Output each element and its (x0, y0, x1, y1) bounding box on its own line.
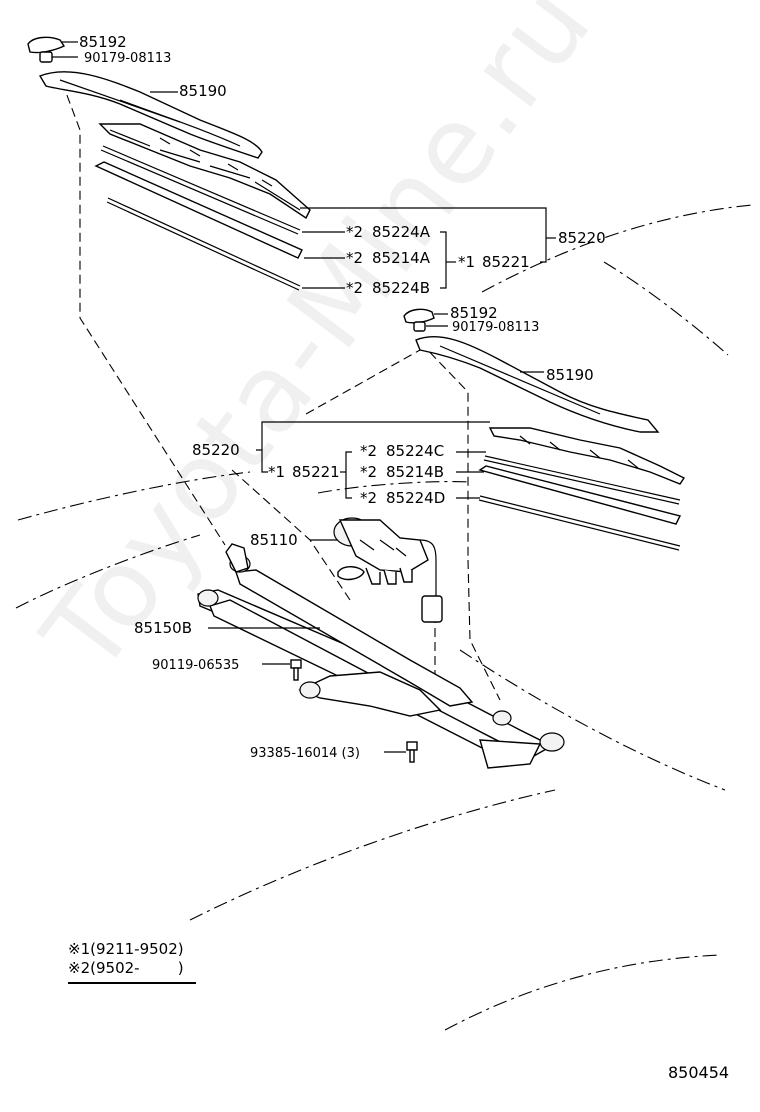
label-85224C: 85224C (386, 442, 444, 460)
label-85214A: 85214A (372, 249, 431, 267)
wiper-motor (333, 517, 443, 623)
upper-wiper-arm (38, 71, 263, 159)
legend-text-2: (9502- ) (90, 959, 184, 977)
leader-pivot-right (467, 559, 501, 701)
legend-line-2: ※2(9502- ) (68, 959, 196, 978)
label-nut-upper: 90179-08113 (84, 51, 171, 66)
lower-insert-85224D (478, 495, 681, 551)
cowl-outline-mid (317, 481, 471, 494)
label-85224A: 85224A (372, 223, 431, 241)
upper-blade-frame (98, 123, 311, 220)
label-85224D: 85224D (386, 489, 445, 507)
leader-upper-arm (61, 81, 226, 546)
upper-rubber-85214A (94, 161, 303, 259)
label-85224B: 85224B (372, 279, 430, 297)
mark-85224C: *2 (360, 442, 377, 460)
upper-nut-90179 (39, 51, 53, 63)
cowl-outline-left2 (15, 534, 201, 609)
lower-wiper-arm (415, 336, 660, 433)
windshield-outline (189, 789, 556, 921)
label-85214B: 85214B (386, 463, 444, 481)
lower-insert-85224C (483, 455, 681, 505)
cowl-outline-left (17, 471, 251, 521)
label-85221-lower: 85221 (292, 463, 340, 481)
upper-insert-85224B (106, 197, 301, 291)
label-cap-upper: 85192 (79, 33, 127, 51)
lower-nut-90179 (413, 321, 426, 332)
label-85220-lower: 85220 (192, 441, 240, 459)
bolt-93385 (406, 741, 418, 763)
legend-line-1: ※1(9211-9502) (68, 940, 196, 959)
label-link: 85150B (134, 619, 192, 637)
label-cap-lower: 85192 (450, 304, 498, 322)
legend-text-1: (9211-9502) (90, 940, 184, 958)
label-arm-lower: 85190 (546, 366, 594, 384)
label-nut-lower: 90179-08113 (452, 320, 539, 335)
label-bolt-90119: 90119-06535 (152, 658, 239, 673)
mark-85221-upper: *1 (458, 253, 475, 271)
mark-85214A: *2 (346, 249, 363, 267)
mark-85224A: *2 (346, 223, 363, 241)
upper-insert-85224A (100, 145, 301, 235)
mark-85214B: *2 (360, 463, 377, 481)
legend-mark-1: ※1 (68, 940, 91, 958)
cowl-outline-right (459, 649, 726, 791)
bolt-90119 (290, 659, 302, 681)
upper-cap-85192 (27, 36, 66, 54)
wiper-link-assembly (197, 543, 565, 769)
label-arm-upper: 85190 (179, 82, 227, 100)
lower-blade-frame (488, 427, 686, 485)
label-motor: 85110 (250, 531, 298, 549)
label-85220-upper: 85220 (558, 229, 606, 247)
fender-outline-right (603, 261, 729, 356)
mark-85224D: *2 (360, 489, 377, 507)
document-number: 850454 (668, 1063, 730, 1082)
mark-85224B: *2 (346, 279, 363, 297)
label-85221-upper: 85221 (482, 253, 530, 271)
lower-cap-85192 (403, 308, 435, 324)
leader-mid (305, 349, 421, 415)
legend-mark-2: ※2 (68, 959, 91, 977)
hood-outline-top (481, 204, 753, 293)
label-bolt-93385: 93385-16014 (3) (250, 746, 360, 761)
legend: ※1(9211-9502) ※2(9502- ) (68, 940, 196, 984)
lower-rubber-85214B (478, 465, 682, 525)
mark-85221-lower: *1 (268, 463, 285, 481)
legend-rule (68, 982, 196, 984)
windshield-outline-lower (444, 954, 721, 1031)
